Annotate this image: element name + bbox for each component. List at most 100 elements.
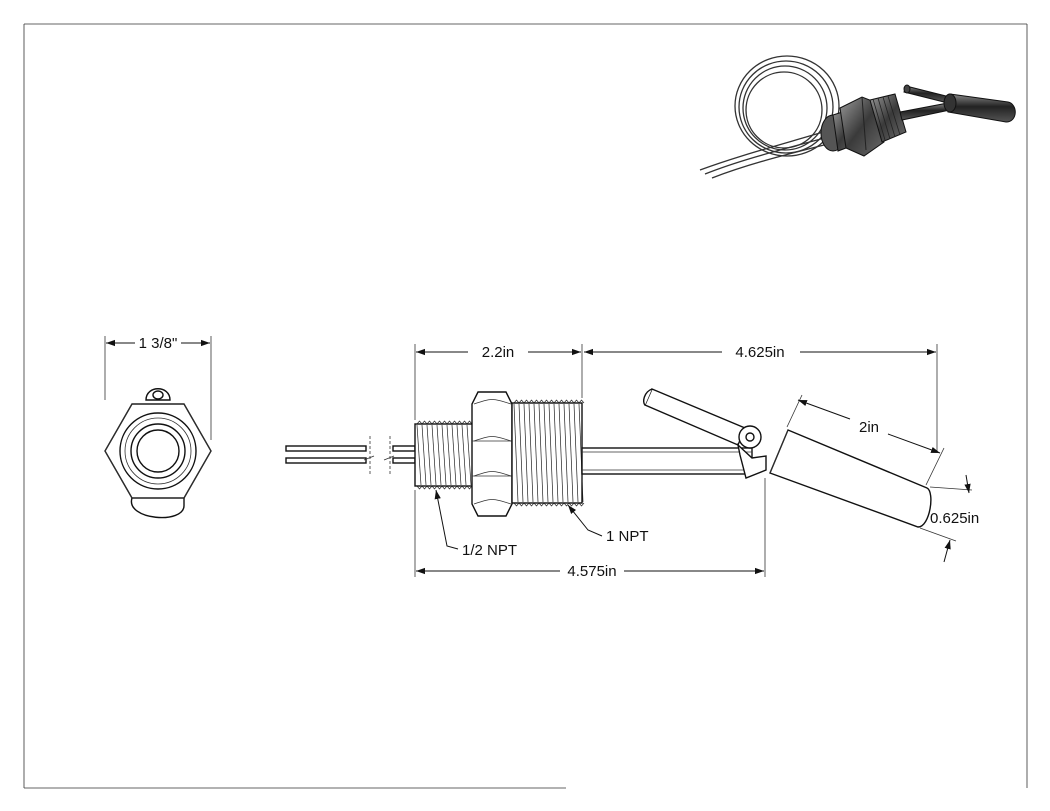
thread-crest bbox=[558, 399, 565, 404]
dim-float-diameter: 0.625in bbox=[919, 474, 979, 563]
thread-crest bbox=[446, 485, 453, 490]
end-view bbox=[104, 388, 212, 519]
thread-line bbox=[538, 403, 544, 503]
dim-hex-width: 1 3/8" bbox=[104, 335, 212, 440]
thread-crest bbox=[533, 399, 540, 404]
thread-line bbox=[461, 424, 467, 486]
dim-length-a: 2.2in bbox=[414, 344, 583, 420]
thread-line bbox=[523, 403, 529, 503]
thread-line bbox=[426, 424, 432, 486]
thread-line bbox=[451, 424, 457, 486]
thread-crest bbox=[523, 399, 530, 404]
thread-crest bbox=[528, 399, 535, 404]
thread-crest bbox=[456, 420, 463, 425]
thread-crest bbox=[578, 399, 585, 404]
thread-line bbox=[528, 403, 534, 503]
iso-float bbox=[943, 93, 1016, 123]
iso-large-thread bbox=[869, 93, 907, 143]
thread-line bbox=[466, 424, 472, 486]
lead-wires bbox=[285, 436, 416, 474]
thread-crest bbox=[538, 502, 545, 507]
side-view bbox=[285, 388, 932, 528]
isometric-view bbox=[699, 55, 1016, 179]
thread-line bbox=[558, 403, 564, 503]
callout-large-thread: 1 NPT bbox=[567, 504, 649, 545]
thread-crest bbox=[466, 420, 473, 425]
thread-crest bbox=[513, 502, 520, 507]
thread-crest bbox=[528, 502, 535, 507]
dim-overall-length-label: 4.575in bbox=[567, 563, 616, 580]
thread-crest bbox=[416, 485, 423, 490]
thread-crest bbox=[461, 420, 468, 425]
thread-line bbox=[513, 403, 519, 503]
thread-crest bbox=[563, 502, 570, 507]
thread-line bbox=[441, 424, 447, 486]
dim-overall-length: 4.575in bbox=[414, 478, 766, 580]
thread-crest bbox=[426, 420, 433, 425]
dim-length-a-label: 2.2in bbox=[482, 344, 515, 361]
thread-crest bbox=[426, 485, 433, 490]
thread-crest bbox=[446, 420, 453, 425]
sheet-border bbox=[23, 23, 1028, 789]
thread-line bbox=[436, 424, 442, 486]
thread-crest bbox=[518, 502, 525, 507]
thread-crest bbox=[421, 420, 428, 425]
thread-crest bbox=[436, 420, 443, 425]
thread-crest bbox=[461, 485, 468, 490]
thread-line bbox=[518, 403, 524, 503]
thread-crest bbox=[441, 485, 448, 490]
thread-crest bbox=[533, 502, 540, 507]
thread-crest bbox=[451, 420, 458, 425]
thread-line bbox=[421, 424, 427, 486]
thread-crest bbox=[578, 502, 585, 507]
iso-stem bbox=[899, 102, 951, 121]
dim-float-length-label: 2in bbox=[859, 419, 879, 436]
thread-line bbox=[543, 403, 549, 503]
dim-length-b-label: 4.625in bbox=[735, 344, 784, 361]
thread-crest bbox=[431, 485, 438, 490]
thread-crest bbox=[573, 399, 580, 404]
thread-crest bbox=[548, 502, 555, 507]
thread-line bbox=[578, 403, 584, 503]
thread-crest bbox=[416, 420, 423, 425]
dim-float-length: 2in bbox=[786, 394, 945, 486]
thread-crest bbox=[558, 502, 565, 507]
float-body bbox=[769, 429, 932, 528]
thread-crest bbox=[421, 485, 428, 490]
thread-line bbox=[431, 424, 437, 486]
thread-crest bbox=[563, 399, 570, 404]
thread-crest bbox=[513, 399, 520, 404]
callout-small-thread: 1/2 NPT bbox=[434, 489, 517, 559]
dim-float-diameter-label: 0.625in bbox=[930, 510, 979, 527]
thread-crest bbox=[573, 502, 580, 507]
thread-line bbox=[573, 403, 579, 503]
thread-line bbox=[456, 424, 462, 486]
large-thread bbox=[511, 399, 585, 507]
thread-crest bbox=[553, 399, 560, 404]
thread-line bbox=[416, 424, 422, 486]
stem bbox=[581, 447, 753, 475]
thread-crest bbox=[466, 485, 473, 490]
thread-line bbox=[533, 403, 539, 503]
thread-crest bbox=[568, 399, 575, 404]
thread-crest bbox=[538, 399, 545, 404]
thread-crest bbox=[431, 420, 438, 425]
dim-hex-width-label: 1 3/8" bbox=[139, 335, 178, 352]
callout-large-thread-label: 1 NPT bbox=[606, 528, 649, 545]
callout-small-thread-label: 1/2 NPT bbox=[462, 542, 517, 559]
thread-crest bbox=[518, 399, 525, 404]
hex-nut bbox=[471, 391, 513, 517]
thread-line bbox=[548, 403, 554, 503]
thread-crest bbox=[523, 502, 530, 507]
thread-line bbox=[568, 403, 574, 503]
small-thread bbox=[414, 420, 474, 490]
thread-crest bbox=[456, 485, 463, 490]
thread-crest bbox=[543, 399, 550, 404]
dim-length-b: 4.625in bbox=[584, 344, 938, 452]
thread-crest bbox=[436, 485, 443, 490]
thread-crest bbox=[553, 502, 560, 507]
thread-crest bbox=[451, 485, 458, 490]
float-arm bbox=[643, 388, 767, 479]
thread-line bbox=[446, 424, 452, 486]
